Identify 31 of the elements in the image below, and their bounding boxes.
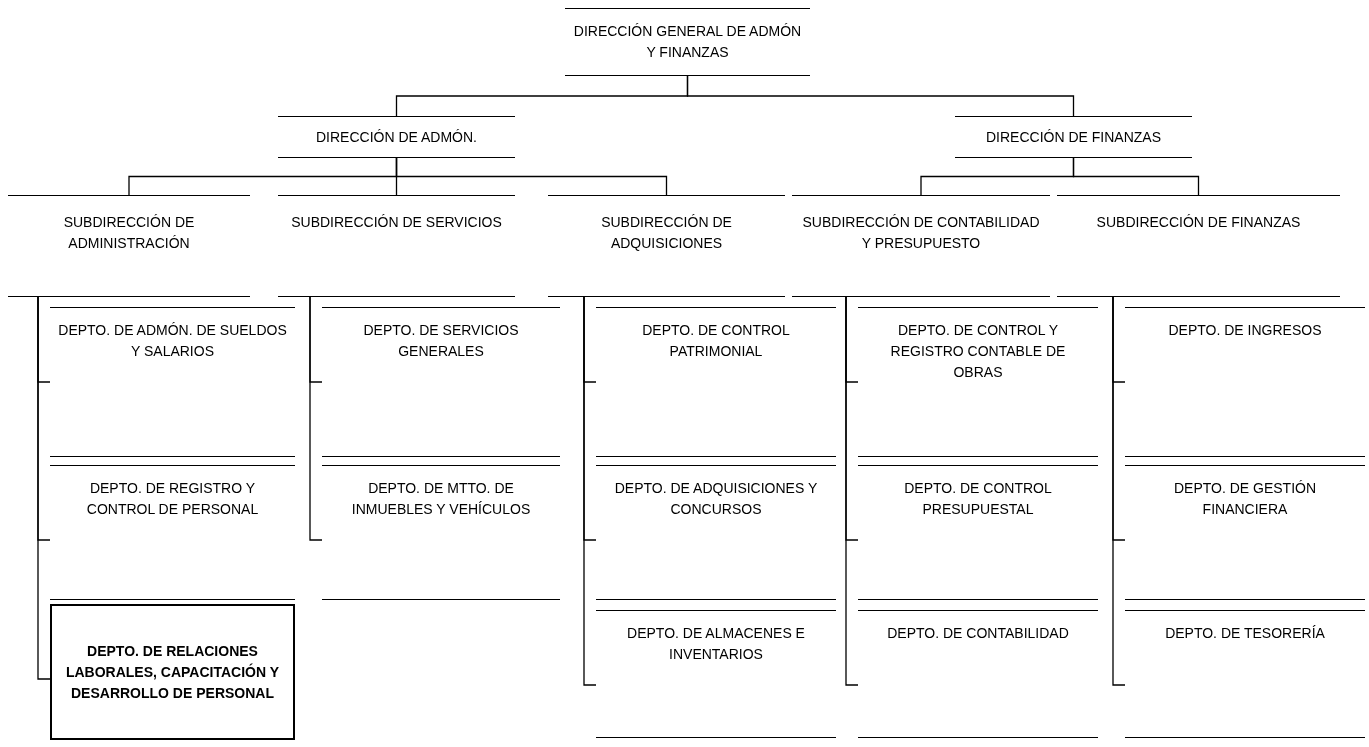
unit-name: DEPTO. DE INGRESOS — [1168, 321, 1322, 340]
connector-line — [845, 296, 859, 686]
unit-name: DEPTO. DE CONTABILIDAD — [887, 624, 1069, 643]
unit-name: DEPTO. DE RELACIONES LABORALES, CAPACITACIÓN Y DESARROLLO DE PERSONAL — [64, 641, 281, 703]
unit-name: SUBDIRECCIÓN DE ADQUISICIONES — [600, 213, 733, 253]
department-box — [50, 604, 295, 740]
unit-name: DEPTO. DE ADQUISICIONES Y CONCURSOS — [613, 479, 819, 519]
unit-name: DIRECCIÓN DE ADMÓN. — [316, 127, 477, 147]
unit-name: DEPTO. DE MTTO. DE INMUEBLES Y VEHÍCULOS — [350, 479, 532, 519]
unit-name: SUBDIRECCIÓN DE ADMINISTRACIÓN — [62, 213, 196, 253]
unit-name: DEPTO. DE CONTROL PATRIMONIAL — [641, 321, 791, 361]
unit-name: DEPTO. DE SERVICIOS GENERALES — [362, 321, 520, 361]
unit-name: DIRECCIÓN DE FINANZAS — [986, 127, 1161, 147]
unit-name: SUBDIRECCIÓN DE CONTABILIDAD Y PRESUPUESTO — [801, 213, 1041, 253]
unit-name: DEPTO. DE REGISTRO Y CONTROL DE PERSONAL — [85, 479, 260, 519]
unit-name: DIRECCIÓN GENERAL DE ADMÓN Y FINANZAS — [573, 22, 802, 62]
connector-line — [395, 157, 668, 196]
unit-name: DEPTO. DE ALMACENES E INVENTARIOS — [626, 624, 806, 664]
connector-line — [583, 296, 597, 686]
connector-line — [37, 296, 51, 680]
unit-name: DEPTO. DE ADMÓN. DE SUELDOS Y SALARIOS — [58, 321, 287, 361]
unit-name: DEPTO. DE TESORERÍA — [1165, 624, 1325, 643]
unit-name: DEPTO. DE CONTROL PRESUPUESTAL — [903, 479, 1053, 519]
unit-name: DEPTO. DE CONTROL Y REGISTRO CONTABLE DE OBRAS — [889, 321, 1067, 382]
unit-name: SUBDIRECCIÓN DE SERVICIOS — [291, 213, 502, 232]
connector-line — [309, 296, 323, 541]
unit-name: SUBDIRECCIÓN DE FINANZAS — [1096, 213, 1301, 232]
connector-line — [1112, 296, 1126, 686]
connector-line — [1072, 157, 1200, 196]
connector-line — [686, 75, 1075, 117]
unit-name: DEPTO. DE GESTIÓN FINANCIERA — [1172, 479, 1318, 519]
